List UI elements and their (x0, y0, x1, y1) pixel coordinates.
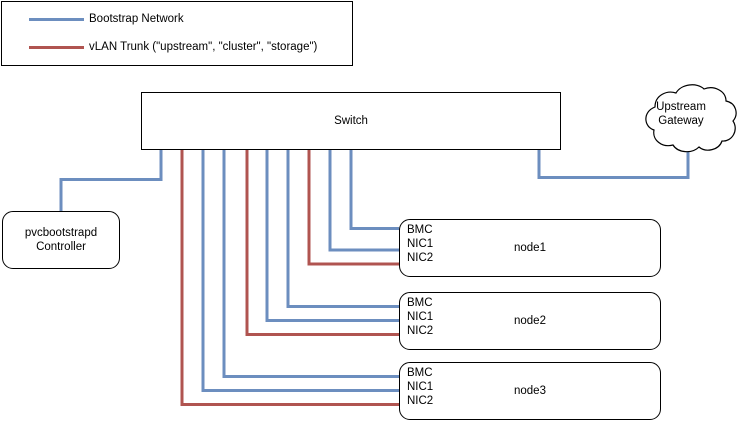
link-switch-to-node2-bmc (286, 150, 399, 308)
controller-label-line1: pvcbootstrapd (24, 227, 98, 239)
link-switch-to-node1-nic2 (307, 150, 399, 266)
legend-swatch-vlan-trunk (29, 46, 84, 49)
gateway-label-line1: Upstream (656, 101, 706, 113)
link-switch-to-node1-nic1 (328, 150, 399, 252)
link-switch-to-node3-nic2 (180, 150, 399, 406)
link-switch-to-node3-nic1 (201, 150, 399, 392)
node2-port-nic1: NIC1 (407, 311, 434, 324)
controller-label: pvcbootstrapd Controller (3, 212, 119, 268)
node3-port-nic2: NIC2 (407, 395, 434, 408)
switch-node[interactable]: Switch (141, 92, 561, 150)
node3-ports: BMC NIC1 NIC2 (407, 366, 433, 409)
node2-port-nic2: NIC2 (407, 325, 434, 338)
node1-port-bmc: BMC (407, 224, 433, 236)
node3-box[interactable]: BMC NIC1 NIC2 node3 (399, 362, 661, 420)
node2-ports: BMC NIC1 NIC2 (407, 296, 433, 339)
node1-box[interactable]: BMC NIC1 NIC2 node1 (399, 219, 661, 277)
node3-port-nic1: NIC1 (407, 381, 434, 394)
legend-item-bootstrap: Bootstrap Network (2, 9, 352, 31)
upstream-gateway-node[interactable]: Upstream Gateway (636, 100, 726, 128)
controller-label-line2: Controller (36, 241, 86, 253)
link-switch-to-node1-bmc (349, 150, 399, 230)
pvcbootstrapd-controller-node[interactable]: pvcbootstrapd Controller (2, 211, 120, 269)
node2-box[interactable]: BMC NIC1 NIC2 node2 (399, 292, 661, 350)
legend: Bootstrap Network vLAN Trunk ("upstream"… (1, 1, 353, 66)
node1-port-nic1: NIC1 (407, 238, 434, 251)
cloud-icon (645, 84, 737, 153)
node3-port-bmc: BMC (407, 367, 433, 379)
node2-label: node2 (514, 315, 546, 327)
node2-port-bmc: BMC (407, 297, 433, 309)
link-switch-to-gateway (537, 150, 690, 179)
node1-port-nic2: NIC2 (407, 252, 434, 265)
legend-label-bootstrap: Bootstrap Network (89, 13, 184, 25)
node1-ports: BMC NIC1 NIC2 (407, 223, 433, 266)
link-switch-to-node2-nic1 (265, 150, 399, 322)
legend-item-vlan-trunk: vLAN Trunk ("upstream", "cluster", "stor… (2, 37, 352, 59)
link-switch-to-node2-nic2 (245, 150, 399, 336)
node3-label: node3 (514, 385, 546, 397)
switch-label: Switch (334, 115, 368, 127)
link-switch-to-controller (59, 150, 163, 211)
gateway-label-line2: Gateway (658, 115, 704, 127)
legend-label-vlan-trunk: vLAN Trunk ("upstream", "cluster", "stor… (89, 41, 318, 53)
legend-swatch-bootstrap (29, 18, 84, 21)
link-switch-to-node3-bmc (222, 150, 399, 378)
node1-label: node1 (514, 242, 546, 254)
